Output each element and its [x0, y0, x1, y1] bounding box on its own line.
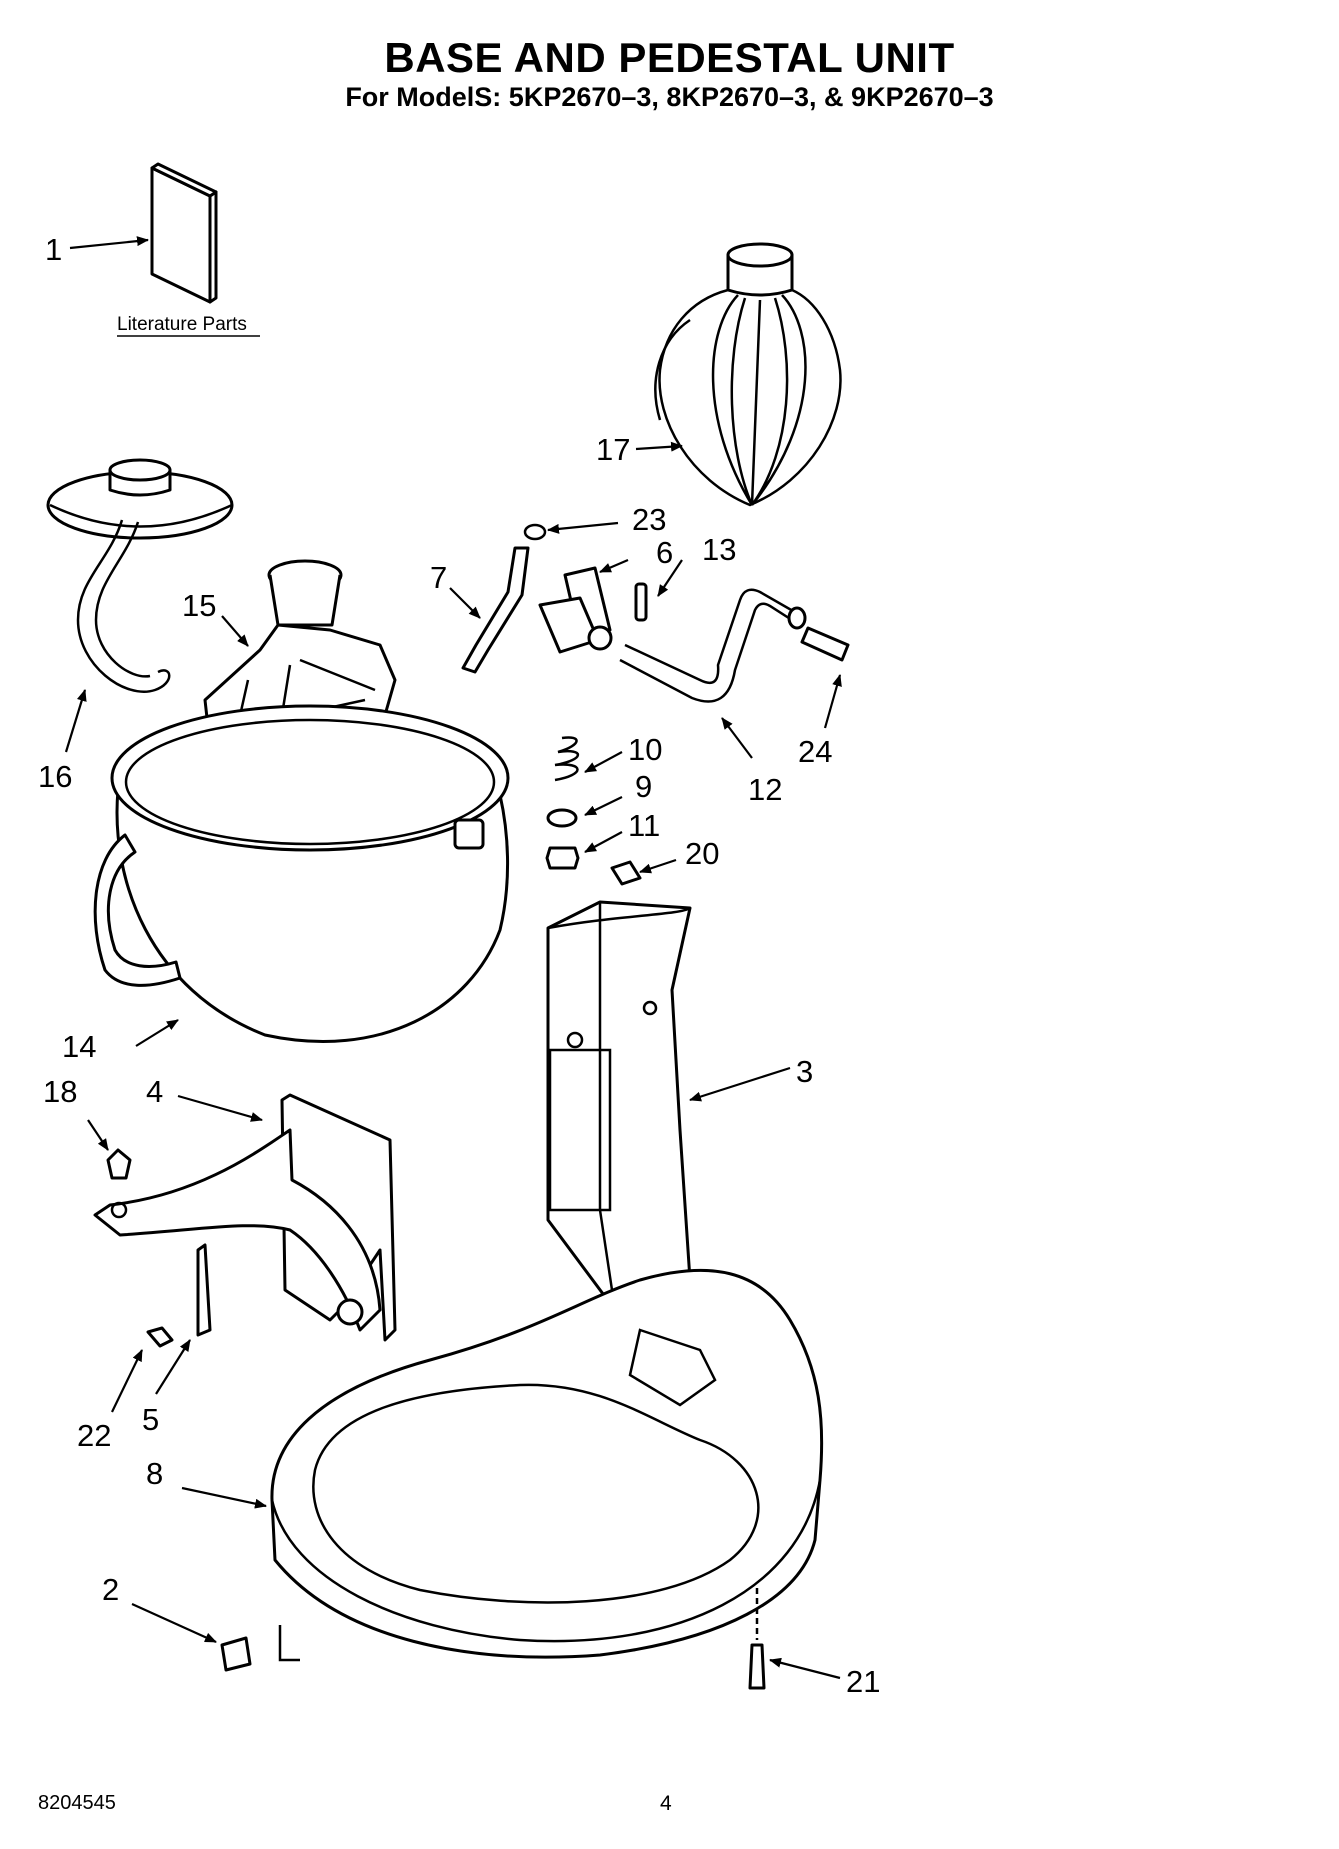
rubber-foot — [220, 1625, 300, 1672]
callout-12: 12 — [748, 772, 782, 807]
locating-pin — [106, 1148, 132, 1180]
callout-16: 16 — [38, 759, 72, 794]
callout-14: 14 — [62, 1029, 96, 1064]
callout-9: 9 — [635, 769, 652, 804]
page-title: BASE AND PEDESTAL UNIT — [384, 34, 955, 81]
callout-6: 6 — [656, 535, 673, 570]
callout-5: 5 — [142, 1402, 159, 1437]
callout-10: 10 — [628, 732, 662, 767]
bowl-support — [93, 1093, 397, 1342]
handle-grip — [800, 626, 850, 662]
callout-21: 21 — [846, 1664, 880, 1699]
callout-3: 3 — [796, 1054, 813, 1089]
callout-8: 8 — [146, 1456, 163, 1491]
mixing-bowl — [93, 704, 510, 1043]
callout-23: 23 — [632, 502, 666, 537]
hex-nut — [545, 846, 580, 870]
callout-15: 15 — [182, 588, 216, 623]
pedestal-column — [546, 900, 692, 1312]
callout-13: 13 — [702, 532, 736, 567]
page-number: 4 — [660, 1792, 672, 1815]
base-screw — [748, 1643, 766, 1690]
pedestal-screw — [610, 860, 642, 886]
callout-2: 2 — [102, 1572, 119, 1607]
bracket-clip — [196, 1243, 212, 1337]
models-subtitle: For ModelS: 5KP2670–3, 8KP2670–3, & 9KP2… — [345, 82, 994, 112]
spring — [554, 736, 579, 782]
callout-18: 18 — [43, 1074, 77, 1109]
literature-booklet — [150, 162, 218, 304]
document-number: 8204545 — [38, 1792, 116, 1814]
hinge-pin — [461, 546, 530, 674]
small-pin — [634, 582, 648, 622]
callout-1: 1 — [45, 232, 62, 267]
callout-4: 4 — [146, 1074, 163, 1109]
wire-whip — [654, 242, 842, 507]
callout-24: 24 — [798, 734, 832, 769]
retaining-ring — [523, 523, 547, 541]
callout-17: 17 — [596, 432, 630, 467]
bracket-screw — [146, 1326, 174, 1348]
callout-7: 7 — [430, 560, 447, 595]
bowl-lift-handle — [619, 588, 801, 703]
dough-hook — [46, 458, 234, 693]
callout-20: 20 — [685, 836, 719, 871]
lift-clamp — [538, 566, 613, 654]
callout-22: 22 — [77, 1418, 111, 1453]
callout-11: 11 — [628, 808, 660, 843]
literature-parts-label: Literature Parts — [117, 314, 247, 335]
washer — [546, 808, 578, 828]
mixer-base — [270, 1268, 824, 1659]
